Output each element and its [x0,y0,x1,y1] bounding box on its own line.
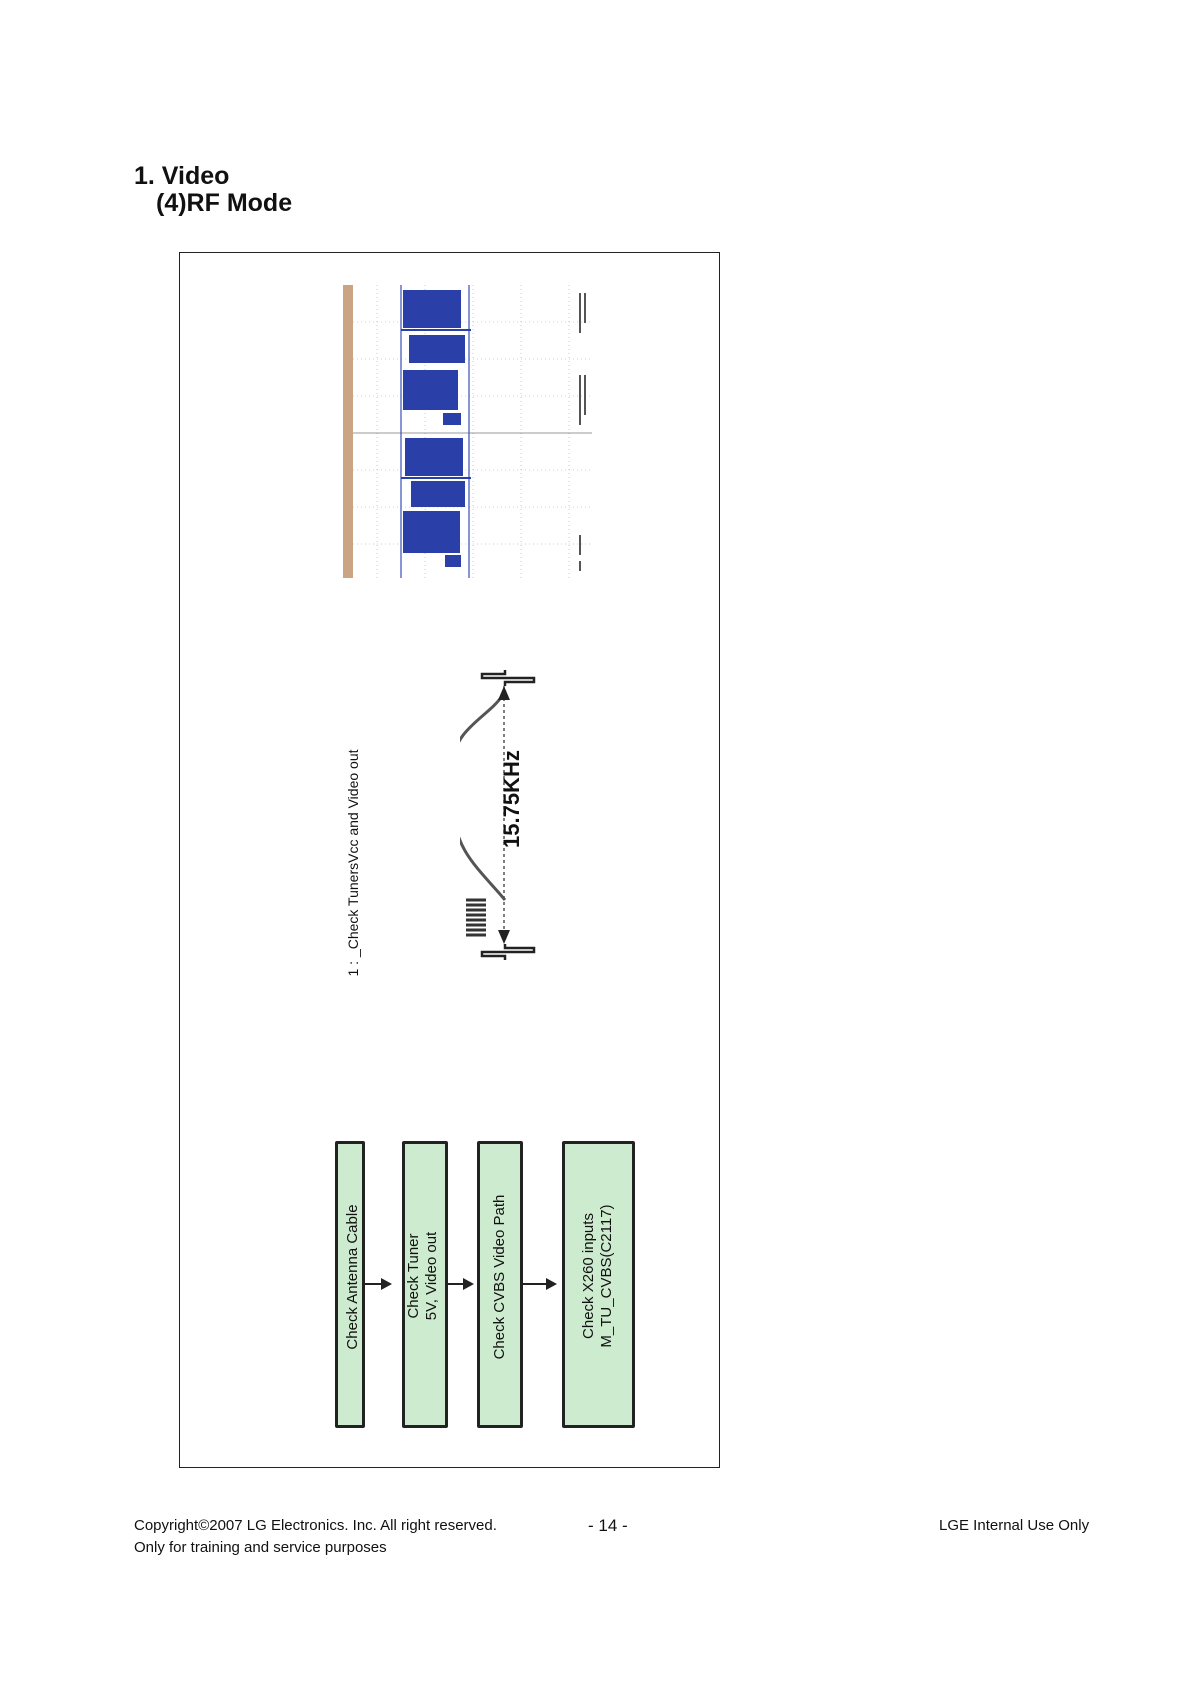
annotation-label: 1 : _Check TunersVcc and Video out [344,743,362,983]
flow-step-x260-inputs: Check X260 inputs M_TU_CVBS(C2117) [562,1141,635,1428]
arrow-right-icon [381,1278,392,1290]
flow-step-label-line2: M_TU_CVBS(C2117) [598,1151,616,1401]
flow-step-cvbs-path: Check CVBS Video Path [477,1141,523,1428]
arrow-right-icon [463,1278,474,1290]
footer-copyright: Copyright©2007 LG Electronics. Inc. All … [134,1517,497,1534]
flow-step-label: Check CVBS Video Path [491,1152,509,1402]
subsection-title: (4)RF Mode [156,191,292,216]
arrow-up-icon [498,686,510,700]
colorburst [466,900,486,935]
scope-header-bar [343,285,353,578]
flow-step-label-line1: Check X260 inputs [580,1151,598,1401]
flow-arrow-3 [523,1283,548,1285]
flow-step-label-line1: Check Tuner [405,1151,423,1401]
footer-training-note: Only for training and service purposes [134,1539,387,1556]
frequency-label: 15.75KHz [500,758,524,848]
oscilloscope-screenshot [343,285,592,578]
footer-internal-use: LGE Internal Use Only [939,1517,1089,1534]
arrow-right-icon [546,1278,557,1290]
flow-step-label-line2: 5V, Video out [423,1151,441,1401]
page-number: - 14 - [588,1516,628,1536]
oscilloscope-picture [343,285,592,578]
flow-step-antenna-cable: Check Antenna Cable [335,1141,365,1428]
section-title: 1. Video [134,164,229,189]
flow-step-tuner: Check Tuner 5V, Video out [402,1141,448,1428]
flow-step-label: Check Antenna Cable [344,1152,362,1402]
arrow-down-icon [498,930,510,944]
